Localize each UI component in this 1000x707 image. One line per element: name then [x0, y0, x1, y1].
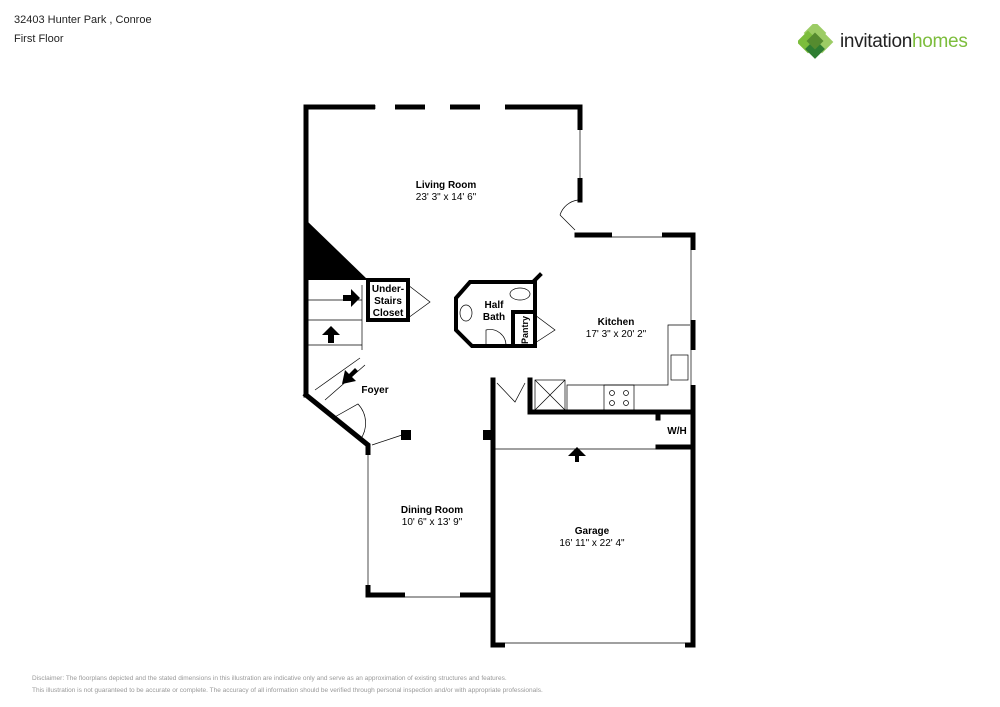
- foyer-label: Foyer: [361, 385, 388, 396]
- garage-arrow-icon: [568, 447, 586, 462]
- closet-label: Stairs: [374, 296, 402, 307]
- floor-label: First Floor: [14, 33, 64, 45]
- room-name: Living Room: [416, 180, 477, 191]
- thin-lines: [306, 105, 692, 644]
- arrow-right-icon: [343, 289, 360, 307]
- arrow-diagonal-icon: [342, 368, 358, 384]
- fireplace: [306, 220, 368, 280]
- logo-word-homes: homes: [912, 31, 968, 52]
- logo-word-invitation: invitation: [840, 31, 912, 52]
- closet-label: Closet: [373, 308, 404, 319]
- water-heater-label: W/H: [667, 426, 686, 437]
- bath-label: Half: [485, 300, 505, 311]
- arrow-icons: [322, 289, 586, 462]
- address: 32403 Hunter Park , Conroe: [14, 14, 152, 26]
- bath-label: Bath: [483, 312, 505, 323]
- room-name: Garage: [575, 526, 610, 537]
- arrow-up-icon: [322, 326, 340, 343]
- room-name: Dining Room: [401, 505, 463, 516]
- disclaimer-line: Disclaimer: The floorplans depicted and …: [32, 675, 507, 682]
- room-dims: 23' 3" x 14' 6": [416, 192, 477, 203]
- closet-label: Under-: [372, 284, 404, 295]
- room-dims: 10' 6" x 13' 9": [402, 517, 463, 528]
- pantry-label: Pantry: [520, 316, 530, 344]
- room-dims: 16' 11" x 22' 4": [559, 538, 625, 549]
- invitation-homes-logo: invitationhomes: [798, 24, 968, 60]
- room-dims: 17' 3" x 20' 2": [586, 329, 647, 340]
- logo-mark-icon: [798, 24, 834, 59]
- disclaimer-line: This illustration is not guaranteed to b…: [32, 687, 543, 694]
- room-name: Kitchen: [598, 317, 635, 328]
- walls: [302, 104, 696, 648]
